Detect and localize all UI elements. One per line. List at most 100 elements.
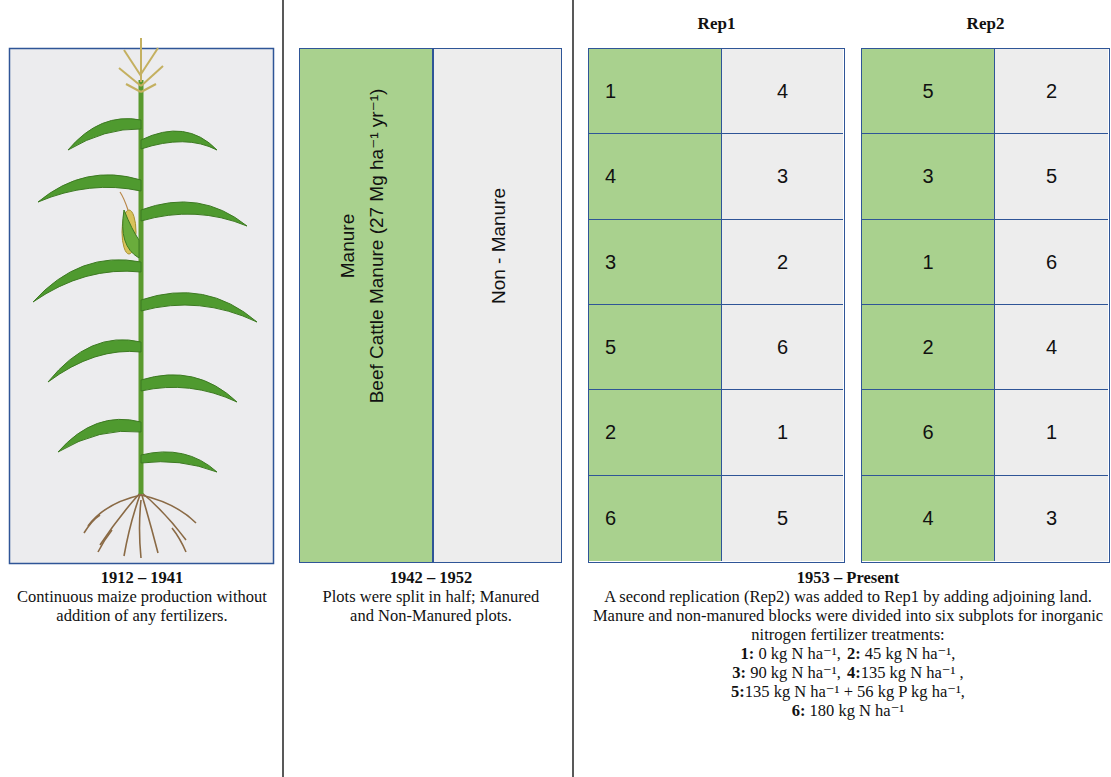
plant-panel (10, 49, 274, 564)
treatment-number: 4 (605, 164, 616, 188)
treatment-line: 3: 90 kg N ha⁻¹, 4:135 kg N ha⁻¹ , (588, 663, 1108, 682)
leaf (141, 293, 257, 322)
leaf (141, 452, 217, 472)
period-description: Continuous maize production without addi… (11, 587, 273, 625)
treatment-number: 6 (1046, 250, 1057, 274)
replication-block: Rep2523516246143 (861, 48, 1110, 563)
treatment-number: 3 (605, 250, 616, 274)
treatment-subplot: 4 (589, 134, 722, 219)
ear-silk (120, 192, 128, 210)
treatment-number: 1 (777, 420, 788, 444)
treatment-subplot: 2 (995, 49, 1108, 134)
treatment-number: 5 (922, 79, 933, 103)
treatment-item: 2: 45 kg N ha⁻¹, (847, 644, 956, 663)
period-heading: 1953 – Present (588, 568, 1108, 587)
treatment-subplot: 6 (995, 220, 1108, 305)
period-description: A second replication (Rep2) was added to… (588, 587, 1108, 644)
treatment-subplot: 3 (589, 220, 722, 305)
leaf (68, 119, 141, 150)
treatment-subplot: 3 (862, 134, 995, 219)
treatment-subplot: 3 (995, 476, 1108, 561)
leaf (33, 260, 141, 302)
treatment-number: 6 (777, 335, 788, 359)
treatment-number: 5 (605, 335, 616, 359)
treatment-subplot: 1 (995, 390, 1108, 475)
tassel-branch (141, 84, 156, 92)
treatment-item: 4:135 kg N ha⁻¹ , (847, 663, 964, 682)
tassel-branch (119, 68, 141, 86)
replication-block: Rep1144332562165 (588, 48, 845, 563)
replication-heading: Rep2 (862, 13, 1109, 35)
tassel-branch (124, 50, 141, 76)
root (140, 500, 142, 558)
root (88, 495, 141, 526)
treatment-subplot: 5 (995, 134, 1108, 219)
maize-ear (120, 192, 139, 258)
replication-heading: Rep1 (589, 13, 844, 35)
tassel-branch (126, 84, 141, 92)
root (124, 492, 141, 556)
treatment-subplot: 4 (722, 49, 843, 134)
leaf (38, 175, 141, 202)
period-heading: 1942 – 1952 (312, 568, 550, 587)
treatment-number: 6 (605, 506, 616, 530)
treatment-number: 4 (777, 79, 788, 103)
panel-divider (282, 0, 284, 777)
panel-caption: 1912 – 1941Continuous maize production w… (11, 568, 273, 625)
treatment-number: 3 (1046, 506, 1057, 530)
ear-husk (123, 210, 139, 258)
treatment-line: 6: 180 kg N ha⁻¹ (588, 701, 1108, 720)
plot-label: Manure (333, 26, 362, 466)
treatment-number: 6 (922, 420, 933, 444)
leaf (58, 419, 141, 452)
period-description: Plots were split in half; Manured and No… (312, 587, 550, 625)
treatment-subplot: 6 (862, 390, 995, 475)
treatment-number: 5 (777, 506, 788, 530)
manure-plot: ManureBeef Cattle Manure (27 Mg ha⁻¹ yr⁻… (299, 48, 433, 563)
treatment-subplot: 2 (722, 220, 843, 305)
period-heading: 1912 – 1941 (11, 568, 273, 587)
root (141, 492, 158, 553)
root (172, 528, 186, 552)
treatment-number: 3 (777, 164, 788, 188)
non-manure-plot: Non - Manure (433, 48, 562, 563)
treatment-subplot: 5 (722, 476, 843, 561)
treatment-item: 5:135 kg N ha⁻¹ + 56 kg P kg ha⁻¹, (731, 682, 965, 701)
treatment-line: 1: 0 kg N ha⁻¹, 2: 45 kg N ha⁻¹, (588, 644, 1108, 663)
maize-tassel (119, 38, 163, 92)
treatment-subplot: 5 (862, 49, 995, 134)
treatment-number: 2 (777, 250, 788, 274)
treatment-number: 5 (1046, 164, 1057, 188)
treatment-subplot: 1 (722, 390, 843, 475)
leaf (141, 131, 217, 150)
treatment-number: 1 (605, 79, 616, 103)
treatment-number: 4 (1046, 335, 1057, 359)
treatment-subplot: 1 (589, 49, 722, 134)
treatment-subplot: 2 (862, 305, 995, 390)
tassel-branch (141, 48, 158, 74)
treatment-subplot: 2 (589, 390, 722, 475)
treatment-item: 1: 0 kg N ha⁻¹, (741, 644, 841, 663)
panel-caption: 1942 – 1952Plots were split in half; Man… (312, 568, 550, 625)
plot-label: Non - Manure (484, 26, 513, 466)
maize-roots (84, 492, 196, 558)
treatment-line: 5:135 kg N ha⁻¹ + 56 kg P kg ha⁻¹, (588, 682, 1108, 701)
panel-caption: 1953 – PresentA second replication (Rep2… (588, 568, 1108, 720)
treatment-item: 3: 90 kg N ha⁻¹, (732, 663, 841, 682)
leaf (48, 340, 141, 382)
rotated-label-group: ManureBeef Cattle Manure (27 Mg ha⁻¹ yr⁻… (333, 26, 391, 466)
treatment-subplot: 4 (995, 305, 1108, 390)
treatment-subplot: 1 (862, 220, 995, 305)
treatment-subplot: 6 (589, 476, 722, 561)
treatment-number: 2 (605, 420, 616, 444)
treatment-number: 2 (922, 335, 933, 359)
treatment-number: 1 (922, 250, 933, 274)
treatment-subplot: 6 (722, 305, 843, 390)
treatment-number: 2 (1046, 79, 1057, 103)
root (141, 492, 186, 540)
panel-divider (572, 0, 574, 777)
treatment-subplot: 3 (722, 134, 843, 219)
root (84, 515, 100, 533)
treatment-number: 3 (922, 164, 933, 188)
